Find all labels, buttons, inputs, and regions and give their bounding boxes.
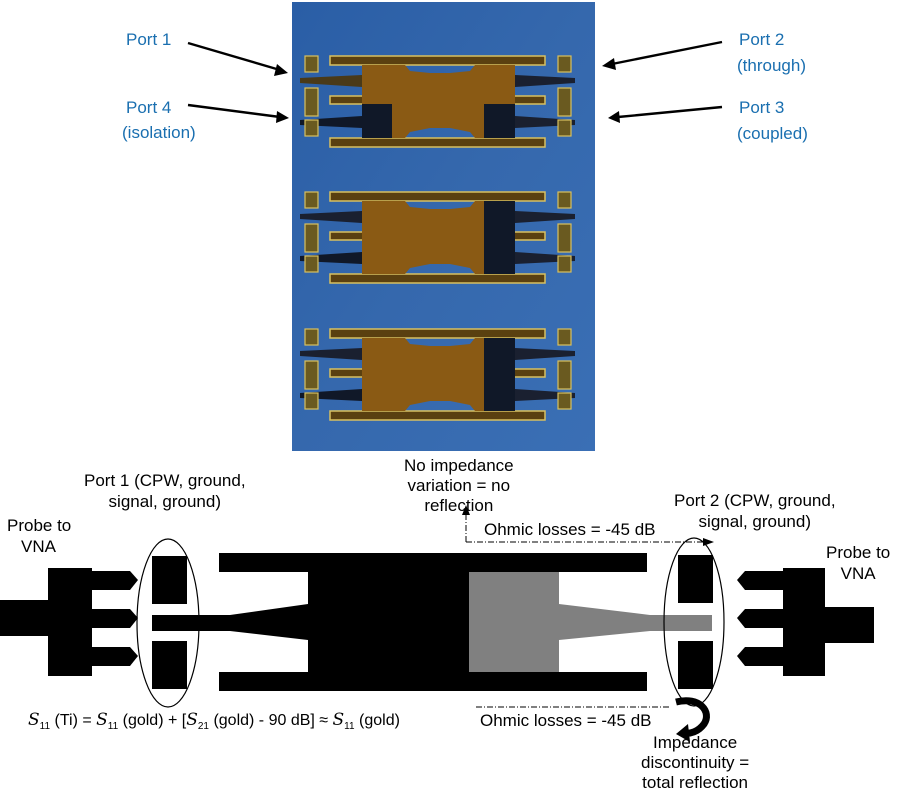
coupler-body: [362, 201, 515, 274]
eq-part3: (gold) - 90 dB] ≈: [213, 712, 333, 729]
probe-pad: [557, 55, 572, 73]
ground-rail: [329, 191, 546, 202]
label-probe-right: Probe to VNA: [826, 542, 890, 584]
port2-ellipse: [663, 537, 725, 707]
probe-pad: [557, 223, 572, 253]
coupler-schematic: [152, 553, 712, 691]
label-no-impedance: No impedance variation = no reflection: [404, 456, 514, 516]
eq-sub: 11: [344, 721, 355, 733]
probe-pad: [304, 255, 319, 273]
reflection-arrowhead: [676, 724, 690, 742]
port1-cpw-line1: Port 1 (CPW, ground,: [84, 471, 246, 490]
arrowhead-port4: [276, 111, 289, 123]
feed-line: [515, 348, 575, 360]
label-discontinuity: Impedance discontinuity = total reflecti…: [641, 733, 749, 793]
arrowhead-port2: [602, 58, 616, 70]
probe-pad: [304, 55, 319, 73]
probe-right-line2: VNA: [840, 564, 876, 583]
label-port3-role: (coupled): [737, 124, 808, 143]
eq-sub: 21: [197, 721, 209, 733]
discontinuity-line2: discontinuity =: [641, 753, 750, 772]
probe-pad: [304, 191, 319, 209]
label-port2: Port 2: [739, 30, 785, 49]
photo-arrows: [187, 40, 723, 119]
probe-left-line2: VNA: [21, 537, 56, 556]
s11-equation: S11 (Ti) = S11 (gold) + [S21 (gold) - 90…: [28, 710, 400, 732]
reflection-arrow: [675, 697, 710, 737]
label-port2-cpw: Port 2 (CPW, ground, signal, ground): [674, 490, 836, 532]
discontinuity-line1: Impedance: [653, 733, 738, 752]
probe-pad: [557, 328, 572, 346]
label-port4-role: (isolation): [122, 123, 196, 142]
ground-rail: [329, 410, 546, 421]
feed-line: [300, 211, 362, 223]
arrowhead-port1: [274, 64, 288, 76]
right-probe: [737, 568, 874, 676]
probe-pad: [557, 119, 572, 137]
feed-line: [515, 211, 575, 223]
probe-pad: [557, 87, 572, 117]
feed-line: [515, 75, 575, 87]
ti-block: [362, 104, 392, 138]
label-port1-cpw: Port 1 (CPW, ground, signal, ground): [84, 470, 246, 512]
probe-left-line1: Probe to: [7, 516, 72, 535]
no-impedance-line1: No impedance: [404, 456, 514, 475]
eq-part4: (gold): [359, 712, 400, 729]
probe-pad: [557, 360, 572, 390]
ohmic-arrow-top: [465, 512, 708, 543]
ti-block: [484, 338, 515, 411]
eq-s: S: [28, 710, 40, 730]
probe-pad: [304, 328, 319, 346]
ground-rail: [329, 273, 546, 284]
coupler-body: [362, 338, 515, 411]
label-port4: Port 4: [126, 98, 172, 117]
discontinuity-line3: total reflection: [642, 773, 749, 792]
ground-rail: [329, 137, 546, 148]
ground-rail: [329, 55, 546, 66]
arrowhead-port3: [608, 111, 620, 123]
probe-right-line1: Probe to: [826, 543, 891, 562]
eq-s: S: [332, 710, 345, 730]
port2-pads: [678, 555, 713, 689]
left-probe: [0, 568, 138, 676]
probe-pad: [304, 87, 319, 117]
arrowhead-right: [703, 538, 714, 546]
eq-sub: 11: [39, 721, 51, 733]
probe-pad: [304, 223, 319, 253]
port2-cpw-line2: signal, ground): [698, 512, 812, 531]
eq-s: S: [96, 710, 108, 730]
eq-sub: 11: [107, 721, 119, 733]
port1-pads: [152, 556, 187, 689]
probe-pad: [557, 255, 572, 273]
no-impedance-line3: reflection: [424, 496, 494, 515]
port2-cpw-line1: Port 2 (CPW, ground,: [674, 491, 836, 510]
no-impedance-line2: variation = no: [407, 476, 511, 495]
coupler-body: [362, 65, 515, 138]
probe-pad: [304, 360, 319, 390]
ti-block: [484, 201, 515, 274]
feed-line: [300, 75, 362, 87]
probe-pad: [557, 392, 572, 410]
label-probe-left: Probe to VNA: [7, 515, 71, 557]
probe-pad: [557, 191, 572, 209]
feed-line: [300, 348, 362, 360]
label-port3: Port 3: [739, 98, 785, 117]
label-ohmic-top: Ohmic losses = -45 dB: [484, 520, 656, 539]
probe-pad: [304, 119, 319, 137]
ground-rail: [329, 328, 546, 339]
port1-cpw-line2: signal, ground): [108, 492, 222, 511]
eq-part2: (gold) + [: [122, 712, 187, 729]
ti-block: [484, 104, 515, 138]
arrowhead-up: [462, 505, 470, 515]
label-ohmic-bottom: Ohmic losses = -45 dB: [480, 711, 652, 730]
probe-pad: [304, 392, 319, 410]
label-port2-role: (through): [737, 56, 806, 75]
eq-s: S: [186, 710, 198, 730]
eq-part1: (Ti) =: [54, 712, 97, 729]
label-port1: Port 1: [126, 30, 172, 49]
